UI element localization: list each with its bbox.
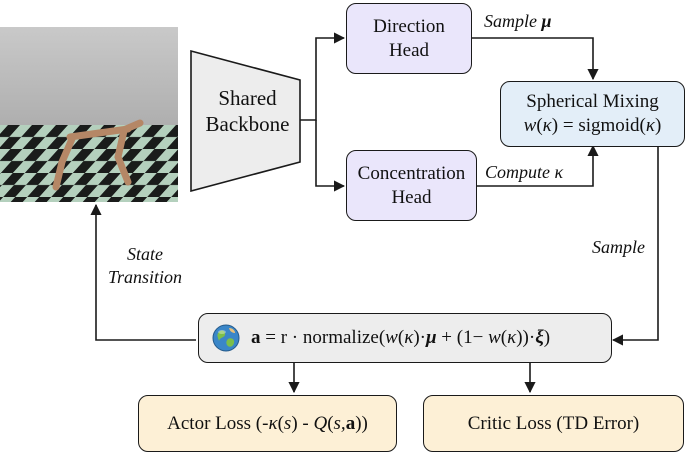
concentration-head-line1: Concentration: [357, 162, 466, 184]
arrow-action-to-environment: [90, 203, 196, 341]
spherical-mixing-title: Spherical Mixing: [526, 91, 659, 113]
concentration-head: Concentration Head: [346, 150, 477, 221]
label-transition: Transition: [107, 266, 183, 287]
label-sample-mu: Sample μ: [484, 11, 552, 31]
concentration-head-line2: Head: [391, 186, 432, 208]
label-state-transition: State Transition: [97, 243, 193, 288]
arrow-direction-to-mixing: [472, 37, 599, 81]
actor-loss: Actor Loss (-κ(s) - Q(s,a)): [138, 395, 397, 452]
actor-loss-label: Actor Loss (-κ(s) - Q(s,a)): [167, 412, 368, 434]
direction-head-line1: Direction: [373, 15, 445, 37]
direction-head: Direction Head: [346, 3, 472, 74]
spherical-mixing: Spherical Mixing w(κ) = sigmoid(κ): [500, 81, 685, 147]
action-formula: a = r · normalize(w(κ)·μ + (1− w(κ))·ξ): [251, 327, 551, 349]
shared-backbone-line1: Shared: [218, 86, 277, 110]
label-state: State: [127, 244, 163, 264]
shared-backbone-shape: [190, 50, 301, 192]
arrow-backbone-to-direction: [300, 32, 346, 121]
action-equation: a = r · normalize(w(κ)·μ + (1− w(κ))·ξ): [198, 313, 612, 363]
shared-backbone: Shared Backbone: [190, 85, 305, 138]
shared-backbone-line2: Backbone: [205, 112, 290, 137]
spherical-mixing-formula: w(κ) = sigmoid(κ): [523, 115, 662, 136]
critic-loss: Critic Loss (TD Error): [423, 395, 684, 452]
label-compute-kappa: Compute κ: [485, 162, 564, 182]
label-sample: Sample: [592, 237, 645, 257]
arrow-backbone-to-concentration: [315, 120, 346, 192]
globe-icon: [212, 324, 240, 352]
arrow-mixing-to-action: [611, 146, 659, 346]
environment-render: [0, 27, 178, 202]
direction-head-line2: Head: [388, 39, 430, 61]
arrow-concentration-to-mixing: [472, 144, 599, 187]
critic-loss-label: Critic Loss (TD Error): [467, 412, 640, 434]
